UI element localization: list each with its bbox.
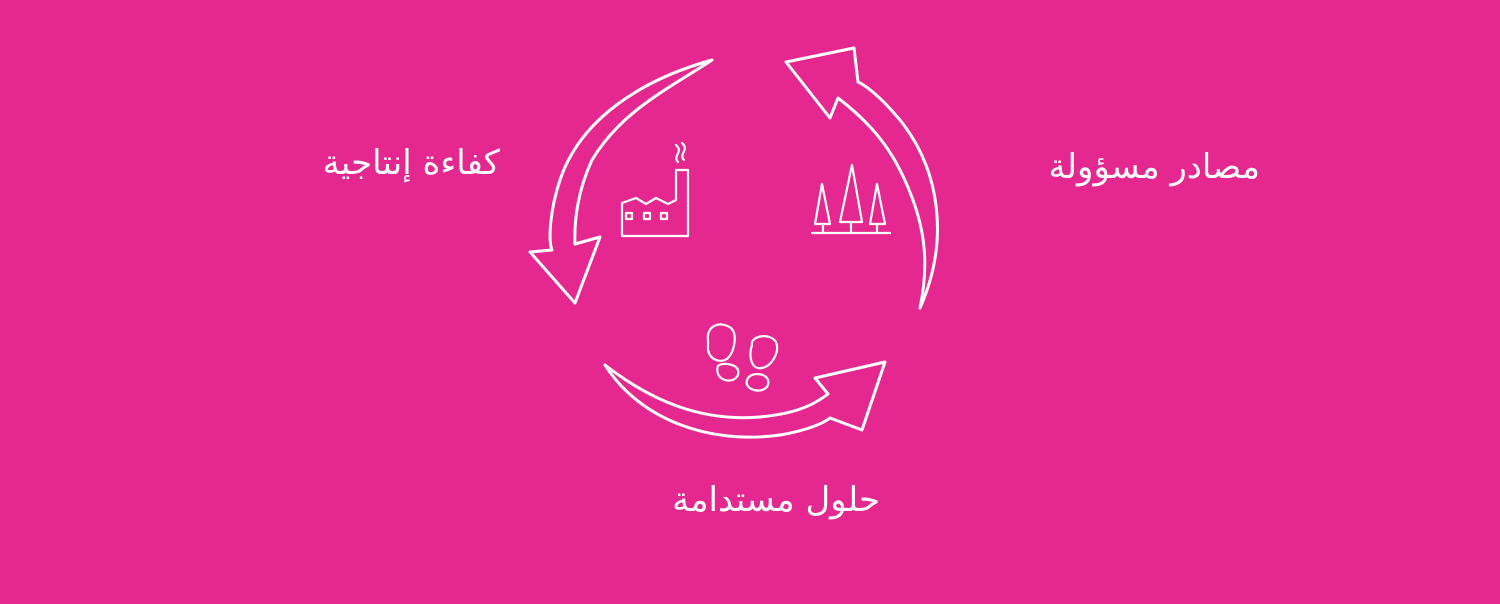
- trees-icon: [810, 163, 892, 235]
- label-sustainable-solutions: حلول مستدامة: [672, 480, 880, 520]
- label-responsible-sources: مصادر مسؤولة: [1048, 147, 1260, 187]
- footprints-icon: [706, 323, 779, 392]
- label-production-efficiency: كفاءة إنتاجية: [322, 143, 500, 183]
- factory-icon: [620, 141, 690, 238]
- arrow-solutions: [603, 360, 887, 439]
- arrow-production: [528, 58, 714, 305]
- arrow-resources: [784, 46, 939, 310]
